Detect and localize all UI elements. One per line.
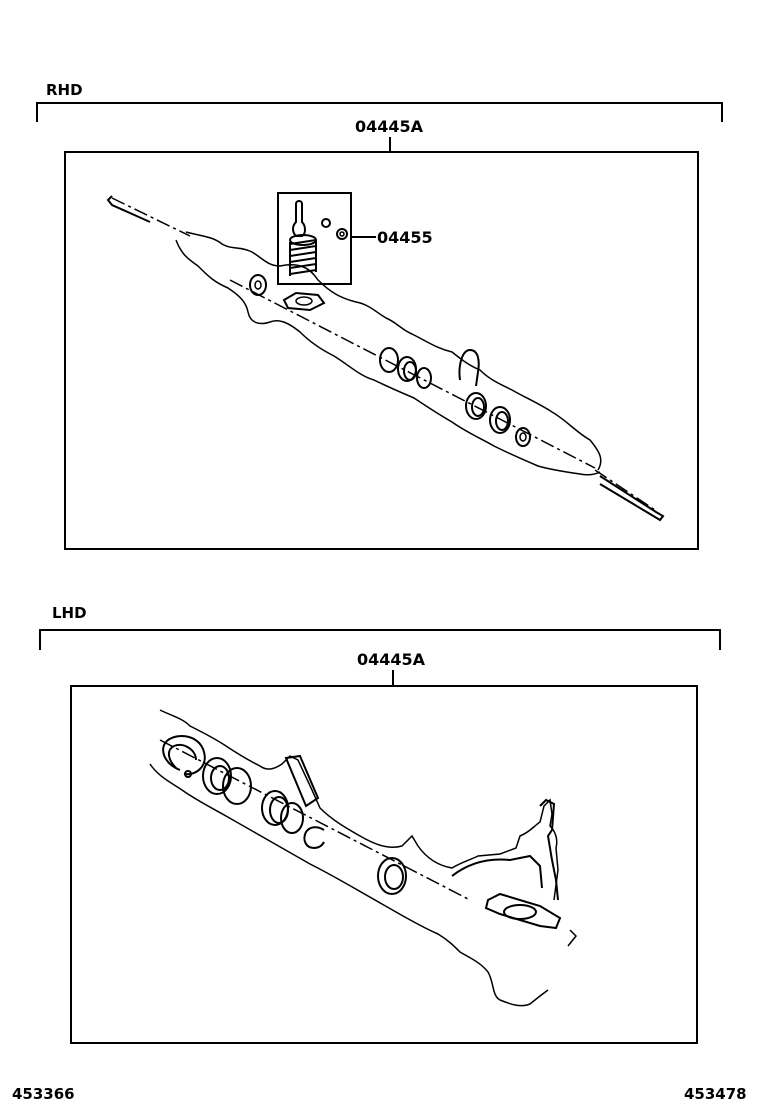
- rhd-gasket-plate: [282, 291, 326, 312]
- rhd-seal-small-right: [515, 427, 531, 447]
- valve-small-ring-1: [321, 218, 331, 228]
- lhd-seals: [162, 735, 407, 895]
- rhd-steering-rack: [106, 195, 665, 522]
- lhd-oil-seal-1: [202, 757, 232, 795]
- lhd-kit-frame: [70, 685, 698, 1044]
- lhd-snap-ring-2: [303, 826, 325, 850]
- lhd-label: LHD: [52, 604, 87, 622]
- rhd-seals: [249, 274, 531, 447]
- rhd-valve-inset: [277, 192, 352, 285]
- rhd-label: RHD: [46, 81, 83, 99]
- footer-left-code: 453366: [12, 1085, 75, 1103]
- rhd-section: RHD 04445A: [36, 81, 723, 550]
- lhd-section: LHD 04445A: [39, 604, 721, 1044]
- rhd-part-number: 04445A: [355, 117, 424, 136]
- lhd-snap-ring-1: [162, 735, 206, 776]
- valve-shaft: [292, 200, 306, 237]
- lhd-flange-plate: [484, 892, 562, 930]
- valve-part-number: 04455: [377, 228, 433, 247]
- rhd-oil-seal-3: [465, 392, 487, 420]
- footer-right-code: 453478: [684, 1085, 747, 1103]
- valve-inset-frame: [277, 192, 352, 285]
- lhd-bracket: [39, 629, 721, 650]
- lhd-steering-rack: [149, 709, 578, 1007]
- rhd-bracket: [36, 102, 723, 122]
- rhd-seal-small-left: [249, 274, 267, 296]
- lhd-oil-seal-3: [377, 857, 407, 895]
- rhd-kit-frame: [64, 151, 699, 550]
- rhd-oil-seal-4: [489, 406, 511, 434]
- lhd-part-number: 04445A: [357, 650, 426, 669]
- valve-coil: [289, 239, 317, 275]
- valve-small-ring-2: [336, 228, 348, 240]
- rhd-o-ring: [416, 367, 432, 389]
- rhd-oil-seal-1: [379, 347, 399, 373]
- lhd-o-ring-1: [222, 767, 252, 805]
- lhd-bracket-triangle: [284, 754, 320, 808]
- lhd-o-ring-2: [280, 802, 304, 834]
